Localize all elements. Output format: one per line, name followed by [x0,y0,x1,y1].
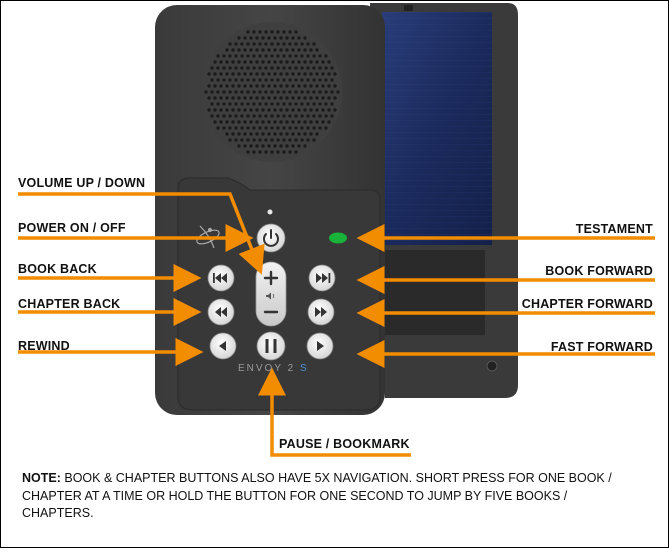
book-forward-button[interactable] [308,264,336,292]
label-fast-forward: FAST FORWARD [550,340,653,354]
label-book-back: BOOK BACK [18,262,97,276]
label-chapter-forward: CHAPTER FORWARD [521,297,653,311]
volume-plus-icon [263,270,279,286]
note-text: BOOK & CHAPTER BUTTONS ALSO HAVE 5X NAVI… [22,471,612,520]
power-button[interactable] [256,223,286,253]
skip-forward-icon [316,273,331,283]
fast-forward-double-icon [315,307,327,317]
back-recess [385,250,485,335]
status-indicator [267,209,273,215]
play-forward-icon [317,341,324,351]
device-brand: ENVOY 2 S [238,363,309,374]
testament-led [329,232,347,244]
arrow-pause [258,367,411,457]
speaker-icon [266,292,275,300]
book-back-button[interactable] [207,264,235,292]
fast-forward-button[interactable] [306,332,334,360]
rewind-icon [219,341,226,351]
label-pause: PAUSE / BOOKMARK [279,437,410,451]
pause-icon [265,339,277,353]
chapter-forward-button[interactable] [307,298,335,326]
back-screw [486,360,498,372]
label-volume: VOLUME UP / DOWN [18,176,146,190]
rewind-button[interactable] [209,332,237,360]
callout-arrows [18,192,655,457]
label-book-forward: BOOK FORWARD [545,264,653,278]
pause-button[interactable] [256,331,286,361]
navigation-note: NOTE: BOOK & CHAPTER BUTTONS ALSO HAVE 5… [22,470,622,523]
rewind-double-icon [215,307,227,317]
label-power: POWER ON / OFF [18,221,126,235]
power-icon [263,233,279,247]
volume-rocker[interactable] [255,261,287,327]
note-prefix: NOTE: [22,471,61,485]
chapter-back-button[interactable] [207,298,235,326]
label-testament: TESTAMENT [575,222,653,236]
label-rewind: REWIND [18,339,70,353]
skip-back-icon [213,273,227,283]
device-back [370,3,518,398]
label-chapter-back: CHAPTER BACK [18,297,121,311]
